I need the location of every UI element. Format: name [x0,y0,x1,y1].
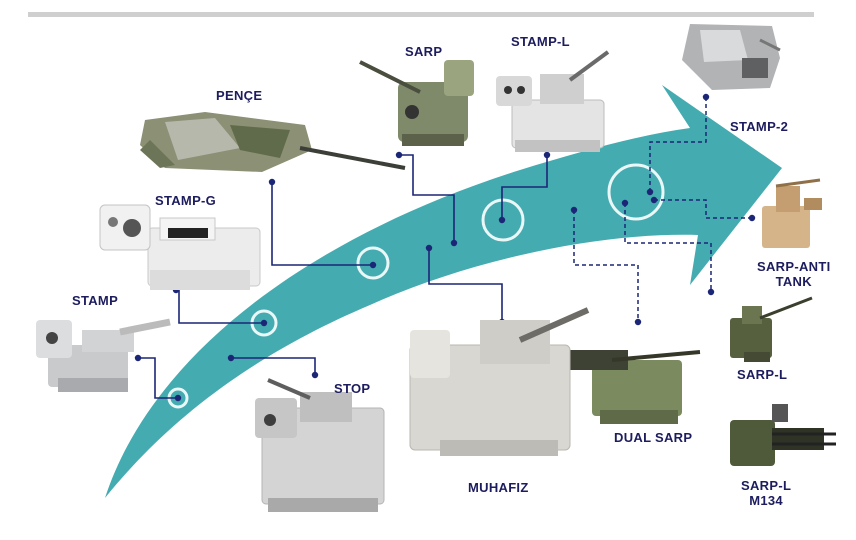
milestone-stamp-l [481,198,525,242]
muhafiz-picture [409,307,590,456]
dual-sarp-picture [568,350,701,424]
sarp-l-picture [730,296,813,362]
label-stamp-l: STAMP-L [511,34,570,49]
label-stop: STOP [334,381,371,396]
connector-sarp-l [624,203,712,292]
stamp-picture [36,318,171,392]
evolution-arrow [105,85,782,498]
connector-stop [231,357,316,375]
stop-picture [255,378,385,512]
milestone-stamp-2 [607,163,665,221]
label-dual-sarp: DUAL SARP [614,430,693,445]
label-pence: PENÇE [216,88,263,103]
label-sarp-l-m134: SARP-L M134 [741,478,791,508]
connector-pence [271,182,373,266]
label-muhafiz: MUHAFIZ [468,480,529,495]
sarp-picture [359,60,474,146]
connector-muhafiz [428,248,503,322]
connector-sarp [399,154,455,243]
label-sarp: SARP [405,44,443,59]
connector-stamp-2 [649,97,707,192]
milestone-pence [356,246,390,280]
connector-stamp [138,357,178,399]
connector-sarp-anti-tank [654,199,752,219]
stamp-g-picture [99,204,261,290]
label-sarp-l: SARP-L [737,367,788,382]
label-sarp-l-m134-line-2: M134 [749,493,783,508]
top-divider [28,12,814,17]
dashed-connectors [573,97,752,322]
label-sarp-anti-tank-line-1: SARP-ANTI [757,259,831,274]
stamp-2-picture [682,24,781,90]
label-stamp: STAMP [72,293,119,308]
connector-dual-sarp [573,210,639,322]
connector-stamp-l [501,155,548,220]
sarp-anti-tank-picture [762,178,822,248]
sarp-l-m134-picture [730,404,836,466]
stamp-l-picture [496,50,610,152]
label-sarp-anti-tank: SARP-ANTI TANK [757,259,830,289]
label-stamp-2: STAMP-2 [730,119,789,134]
label-stamp-g: STAMP-G [155,193,217,208]
label-sarp-l-m134-line-1: SARP-L [741,478,792,493]
label-sarp-anti-tank-line-2: TANK [775,274,812,289]
pence-picture [140,112,406,172]
